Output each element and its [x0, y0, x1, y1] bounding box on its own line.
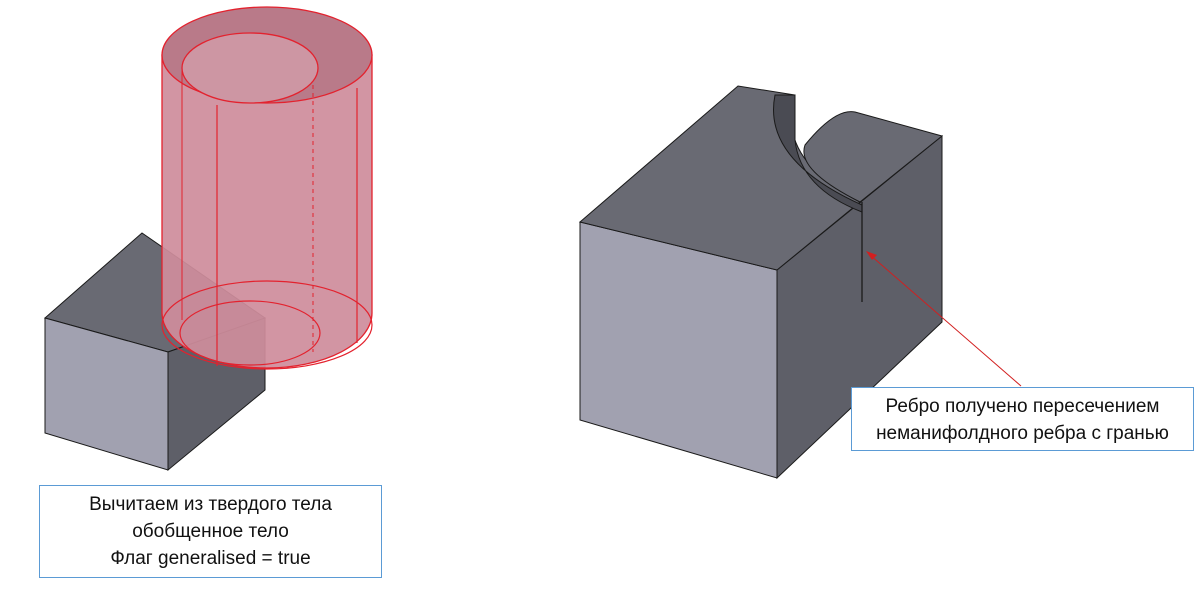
leader-arrowhead [866, 251, 877, 260]
right-callout-line1: Ребро получено пересечением [885, 396, 1160, 417]
right-callout-line2: неманифолдного ребра с гранью [876, 423, 1169, 444]
left-callout-line1: Вычитаем из твердого тела [89, 494, 332, 515]
left-callout: Вычитаем из твердого тела обобщенное тел… [39, 485, 382, 578]
leader-arrow [866, 251, 1022, 387]
result-top-face-front [803, 111, 944, 203]
left-box-front-face [44, 317, 169, 471]
generalised-cylinder [161, 6, 373, 370]
left-callout-line3: Флаг generalised = true [110, 548, 311, 569]
leader-line [868, 253, 1022, 387]
cylinder-body [161, 54, 373, 369]
cylinder-bottom-inner-arc [179, 300, 321, 366]
right-callout: Ребро получено пересечением неманифолдно… [851, 387, 1194, 451]
left-callout-line2: обобщенное тело [132, 521, 289, 542]
cylinder-inner-hole [181, 32, 319, 104]
result-solid [578, 85, 944, 480]
cylinder-bottom-outer-arc [161, 280, 373, 370]
